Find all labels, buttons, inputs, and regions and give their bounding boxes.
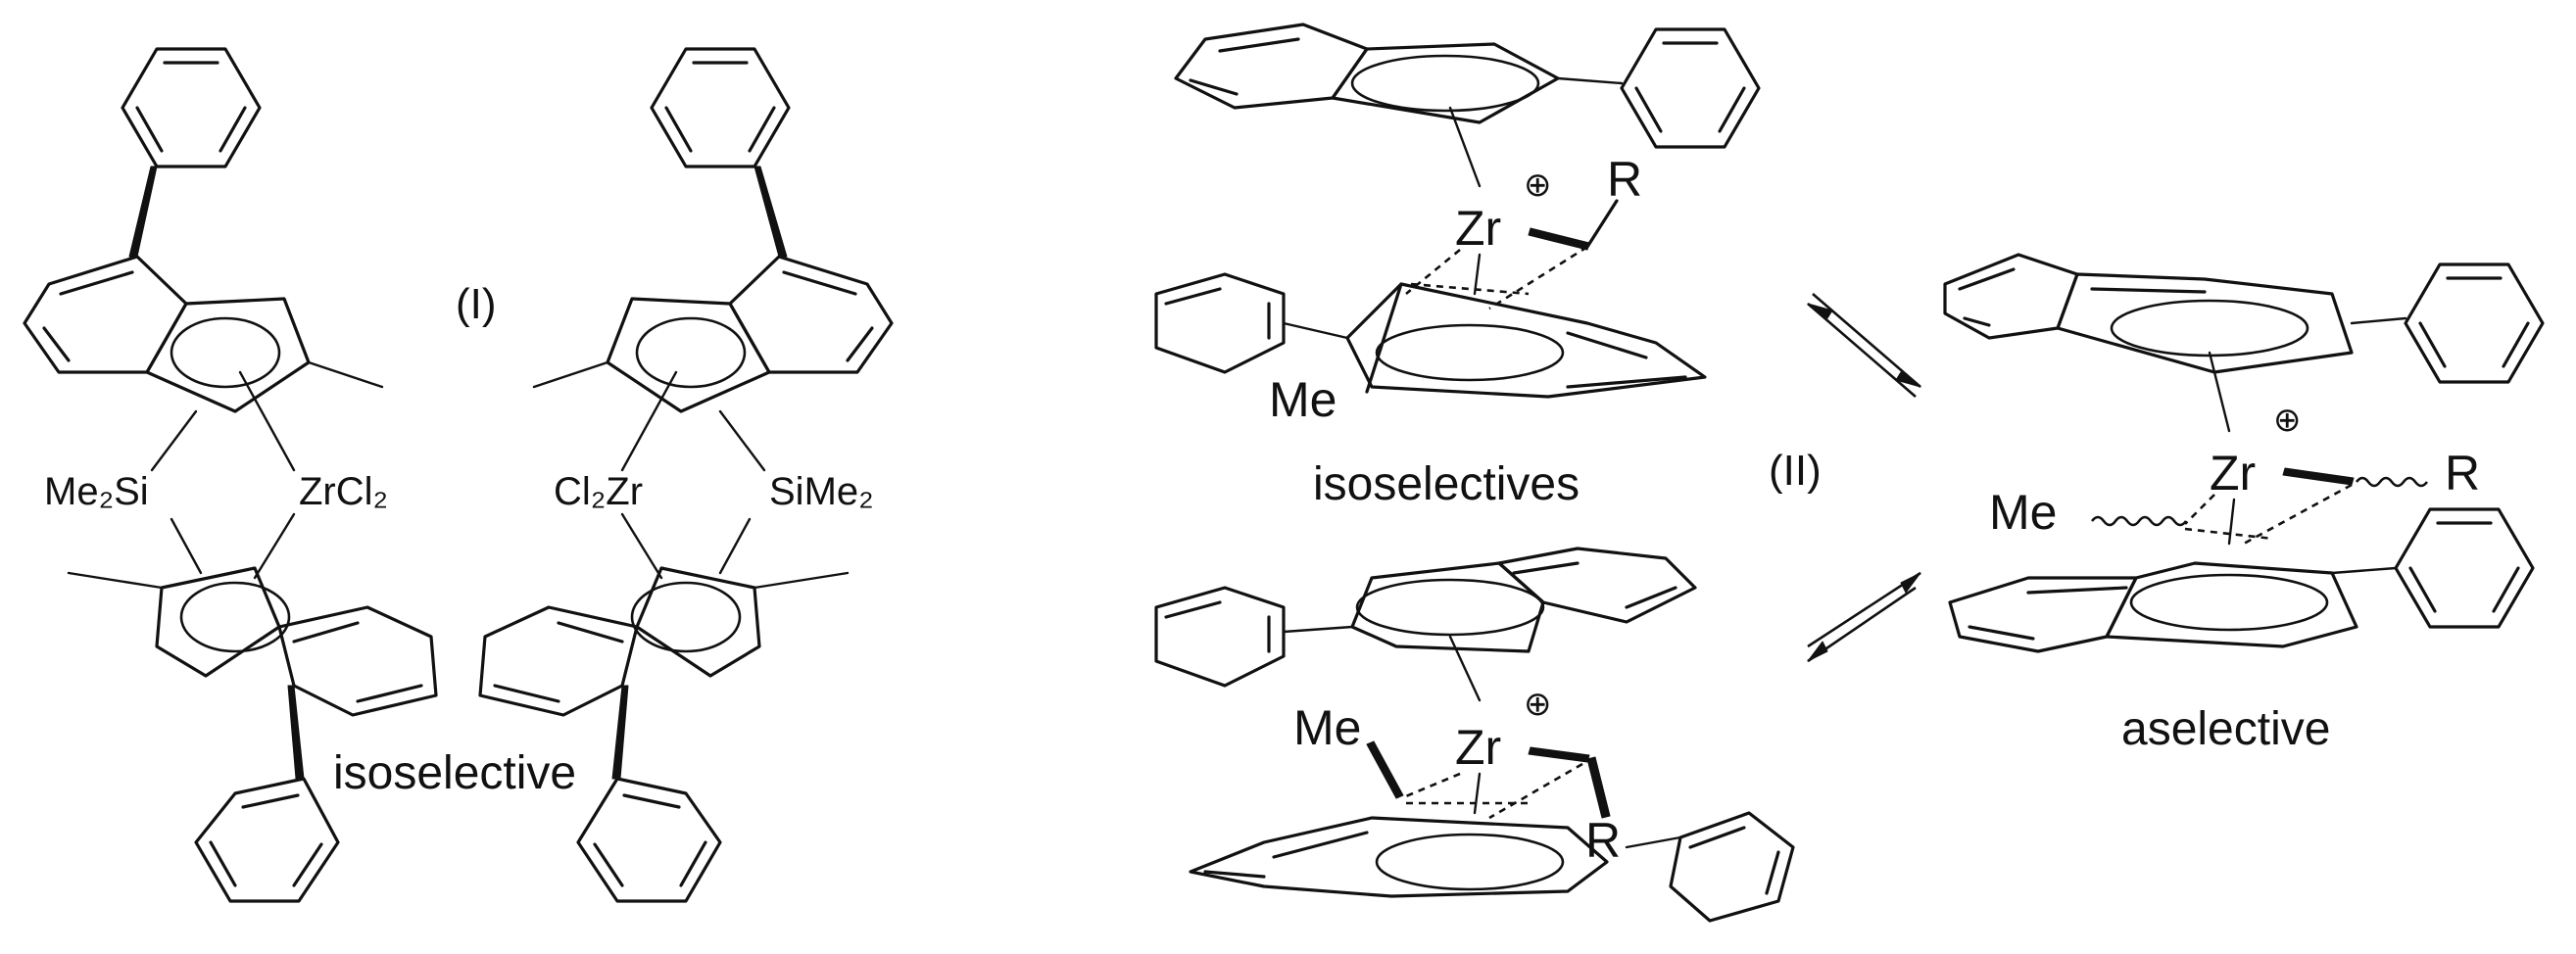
- compound-I-right-enantiomer: Cl₂Zr SiMe₂: [478, 47, 894, 903]
- charge-symbol-top: ⊕: [1524, 166, 1552, 205]
- caption-isoselectives: isoselectives: [1313, 458, 1580, 510]
- me-label-bottom: Me: [1293, 700, 1361, 755]
- scheme-label-I: (I): [456, 280, 497, 328]
- r-label-top: R: [1607, 152, 1642, 207]
- metal-label-right: Cl₂Zr: [554, 470, 643, 513]
- r-label-aselective: R: [2445, 446, 2480, 501]
- bridge-label-left: Me₂Si: [44, 470, 149, 513]
- zr-label-bottom: Zr: [1455, 720, 1501, 775]
- isoselective-complex-top: Zr ⊕ R Me: [1154, 23, 1761, 427]
- aselective-complex: Zr ⊕ Me R: [1943, 253, 2545, 653]
- me-label-aselective: Me: [1989, 485, 2057, 540]
- charge-symbol-aselective: ⊕: [2273, 401, 2302, 440]
- r-label-bottom: R: [1585, 813, 1621, 868]
- me-label-top: Me: [1269, 372, 1337, 427]
- scheme-label-II: (II): [1769, 447, 1822, 495]
- compound-I-left-enantiomer: Me₂Si ZrCl₂: [23, 47, 438, 903]
- equilibrium-arrow-lower: [1807, 571, 1921, 663]
- charge-symbol-bottom: ⊕: [1524, 685, 1552, 724]
- caption-isoselective: isoselective: [333, 747, 576, 799]
- equilibrium-arrow-upper: [1807, 293, 1921, 398]
- caption-aselective: aselective: [2121, 703, 2330, 755]
- bridge-label-right: SiMe₂: [769, 470, 874, 513]
- isoselective-complex-bottom: Me Zr ⊕ R: [1154, 547, 1795, 923]
- metal-label-left: ZrCl₂: [299, 470, 388, 513]
- zr-label-aselective: Zr: [2210, 446, 2256, 501]
- zr-label-top: Zr: [1455, 201, 1501, 256]
